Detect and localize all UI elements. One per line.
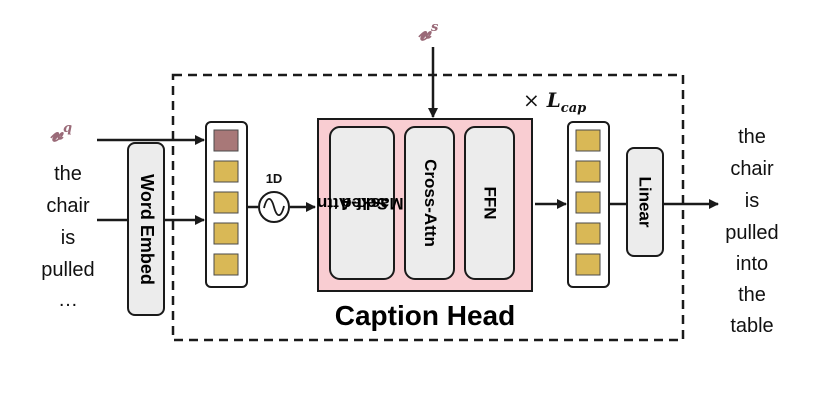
masked-self-attn-block [329, 126, 395, 280]
caption-head-title: Caption Head [334, 300, 516, 331]
output-token [575, 253, 601, 276]
ffn-label: FFN [480, 186, 500, 220]
word-token [213, 191, 239, 214]
layer-repeat-label: × Lcap [523, 88, 587, 116]
word-token [213, 222, 239, 245]
input-word: pulled [41, 259, 95, 281]
output-token [575, 222, 601, 245]
output-word: into [735, 253, 769, 275]
output-token [575, 191, 601, 214]
output-word: table [730, 315, 774, 337]
linear-label: Linear [636, 176, 655, 228]
query-token [213, 129, 239, 152]
output-token [575, 160, 601, 183]
positional-encoding-label: 1D [265, 171, 283, 186]
word-token [213, 253, 239, 276]
cross-attn-label: Cross-Attn [420, 159, 440, 247]
visual-feature-label: 𝓿s [418, 17, 439, 46]
word-embed-label: Word Embed [136, 173, 157, 285]
output-tokens [575, 129, 601, 276]
input-word: … [58, 289, 78, 311]
input-word: chair [46, 195, 90, 217]
output-word: the [738, 284, 766, 306]
output-word: chair [730, 158, 774, 180]
cross-attn-block [404, 126, 455, 280]
caption-head-boundary [171, 73, 685, 342]
output-token [575, 129, 601, 152]
input-word: the [54, 163, 82, 185]
word-token [213, 160, 239, 183]
query-feature-label: 𝓿q [50, 118, 73, 147]
input-tokens [213, 129, 239, 276]
sine-wave-icon [263, 197, 285, 217]
input-word: is [60, 227, 76, 249]
linear-block [626, 147, 664, 257]
output-word: is [744, 190, 760, 212]
word-embed-block [127, 142, 165, 316]
output-word: the [738, 126, 766, 148]
ffn-block [464, 126, 515, 280]
output-word: pulled [725, 222, 779, 244]
